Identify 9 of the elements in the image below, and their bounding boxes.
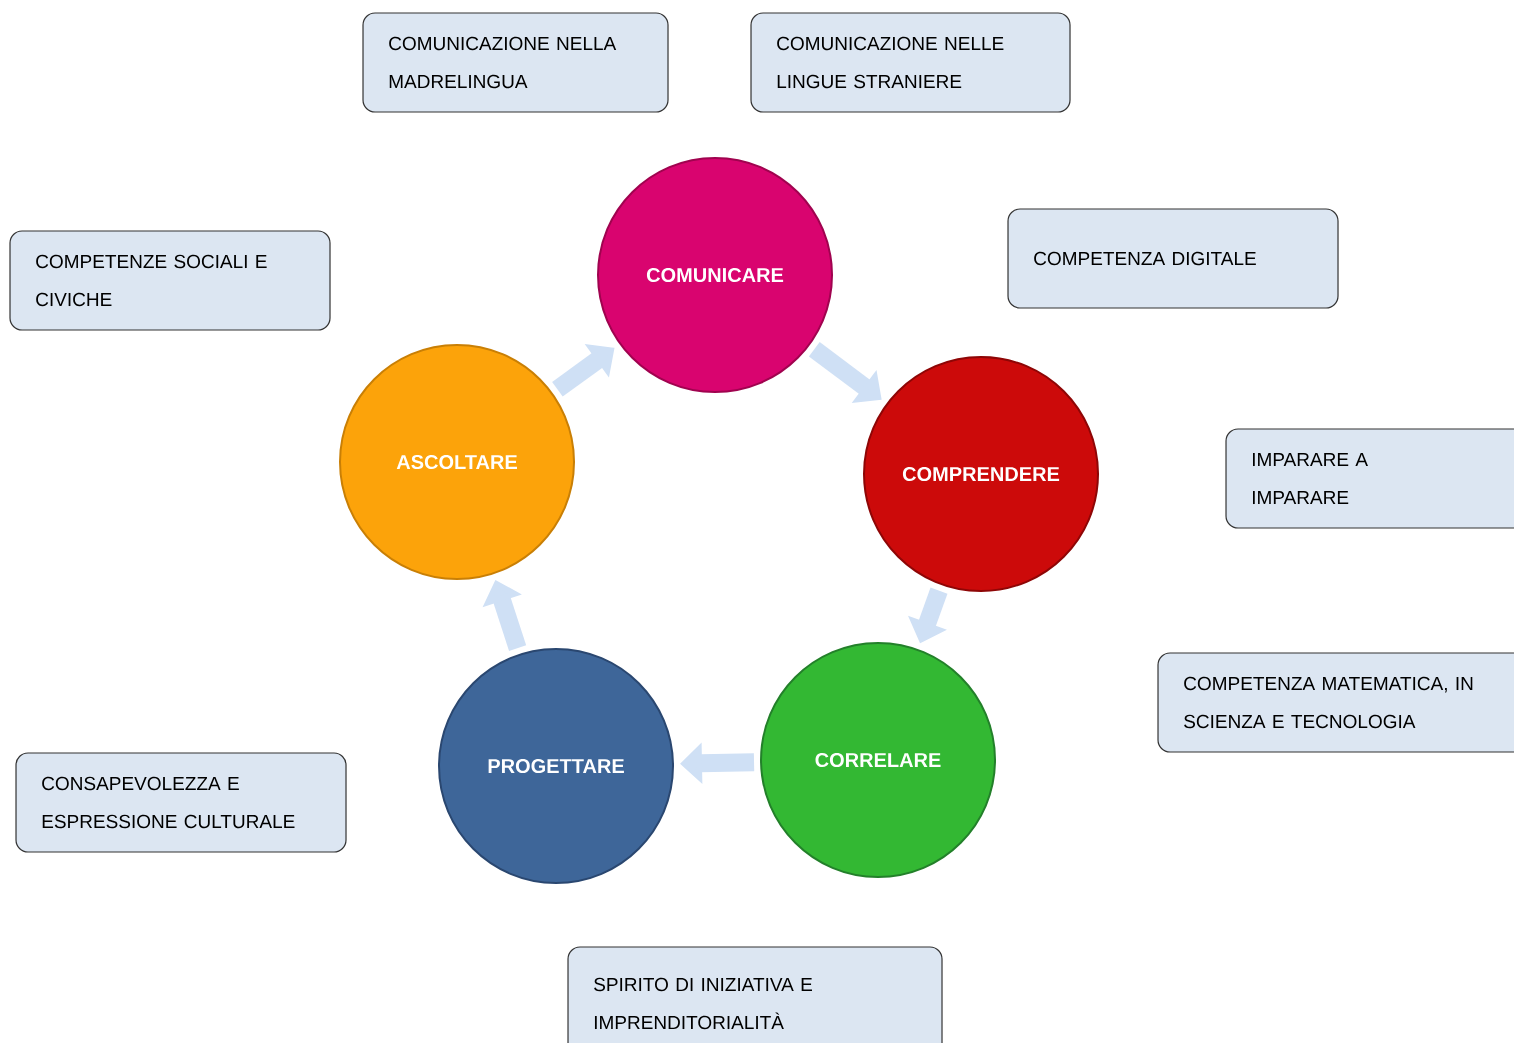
text-box: COMPETENZA DIGITALE: [1007, 208, 1339, 309]
text-box: COMPETENZE SOCIALI E CIVICHE: [9, 230, 331, 331]
text-box: COMUNICAZIONE NELLE LINGUE STRANIERE: [750, 12, 1071, 113]
text-box: IMPARARE A IMPARARE: [1225, 428, 1514, 529]
text-box: SPIRITO DI INIZIATIVA E IMPRENDITORIALITÀ: [567, 946, 943, 1043]
text-box: COMPETENZA MATEMATICA, IN SCIENZA E TECNOLOGIA: [1157, 652, 1514, 753]
text-box: CONSAPEVOLEZZA E ESPRESSIONE CULTURALE: [15, 752, 347, 853]
block-arrow: [552, 343, 615, 397]
text-box: COMUNICAZIONE NELLA MADRELINGUA: [362, 12, 669, 113]
